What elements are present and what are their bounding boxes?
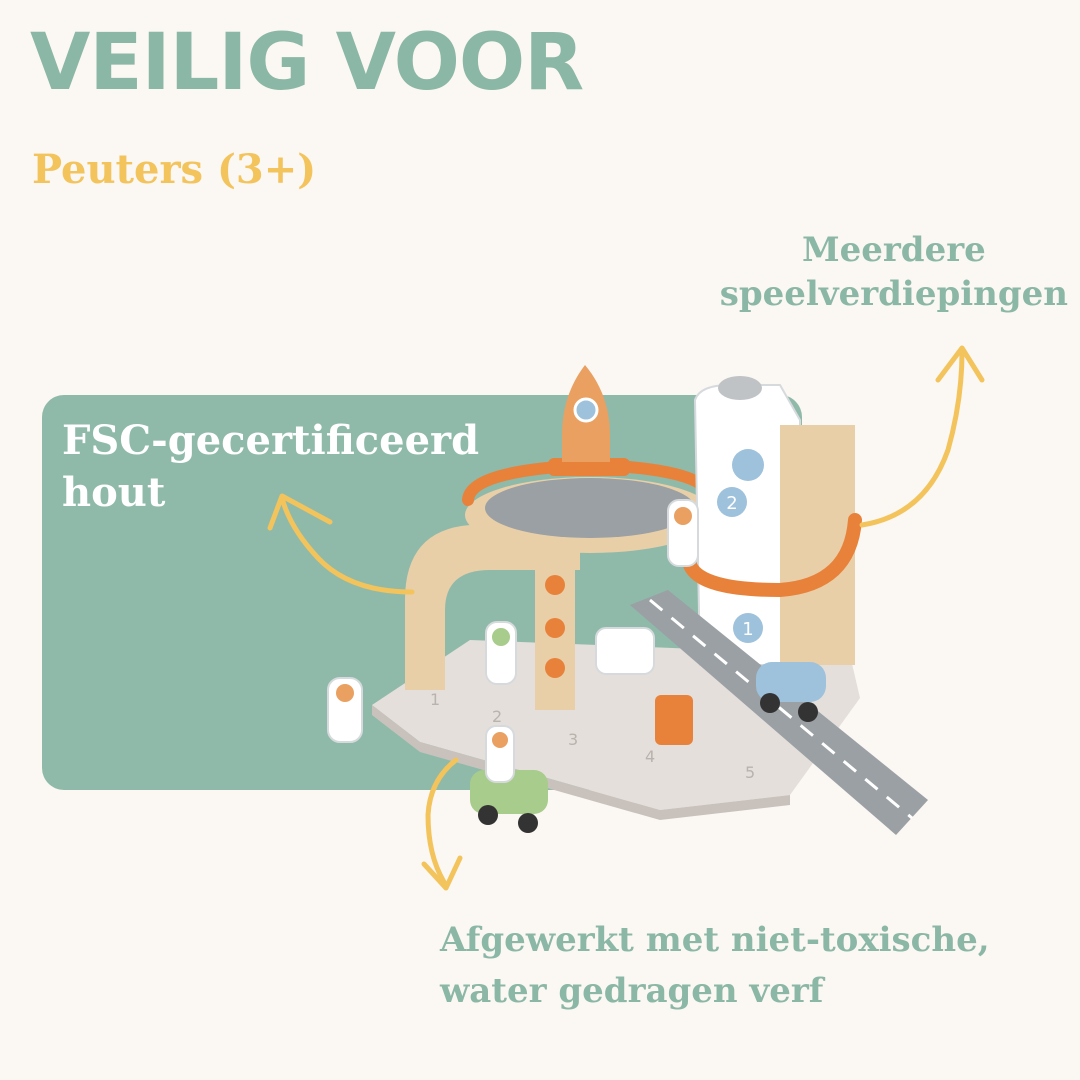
level-label: 1	[742, 619, 753, 640]
toy-car-green	[470, 770, 548, 814]
rocket-window	[573, 397, 599, 423]
car-wheel	[798, 702, 818, 722]
pillar-hole	[545, 658, 565, 678]
astronaut-face	[336, 684, 354, 702]
level-label: 2	[726, 493, 737, 514]
tower-rail	[683, 513, 862, 598]
car-wheel	[478, 805, 498, 825]
toy-fuel-pump	[655, 695, 693, 745]
arrow-curve-icon	[425, 757, 459, 885]
tower-signal	[732, 449, 764, 481]
feature-paint-line1: Afgewerkt met niet-toxische,	[440, 920, 990, 960]
arrow-curve-icon	[859, 349, 965, 528]
level-badge	[717, 487, 747, 517]
astronaut-face	[492, 732, 508, 748]
feature-floors-line1: Meerdere	[801, 230, 986, 270]
alien-face	[492, 628, 510, 646]
level-badge	[733, 613, 763, 643]
toy-car-blue	[756, 662, 826, 702]
parking-number: 1	[430, 690, 440, 709]
toy-van-white	[595, 627, 655, 675]
garage-base-edge	[372, 705, 790, 820]
ramp	[630, 590, 928, 835]
feature-play-floors: Meerdere speelverdiepingen	[720, 228, 1068, 316]
parking-number: 3	[568, 730, 578, 749]
parking-number: 5	[745, 763, 755, 782]
feature-fsc-wood: FSC-gecertificeerd hout	[62, 415, 479, 519]
astronaut-face	[674, 507, 692, 525]
pillar-hole	[545, 618, 565, 638]
car-wheel	[760, 693, 780, 713]
headline: VEILIG VOOR	[30, 18, 584, 108]
parking-number: 2	[492, 707, 502, 726]
feature-nontoxic-paint: Afgewerkt met niet-toxische, water gedra…	[440, 915, 990, 1017]
platform-road	[485, 478, 695, 538]
arrow-head-icon	[267, 493, 333, 531]
subheadline: Peuters (3+)	[32, 146, 317, 193]
feature-fsc-line1: FSC-gecertificeerd	[62, 417, 480, 464]
parking-number: 4	[645, 747, 655, 766]
arrow-head-icon	[935, 345, 985, 383]
pillar-hole	[545, 575, 565, 595]
feature-floors-line2: speelverdiepingen	[719, 274, 1068, 315]
feature-paint-line2: water gedragen verf	[440, 971, 824, 1011]
arrow-curve-icon	[279, 495, 415, 595]
arrow-head-icon	[421, 855, 463, 891]
car-wheel	[518, 813, 538, 833]
tower-dome	[718, 376, 762, 400]
feature-fsc-line2: hout	[62, 469, 166, 516]
rocket-launchpad	[548, 458, 630, 476]
ramp-lane-marking	[649, 598, 913, 820]
